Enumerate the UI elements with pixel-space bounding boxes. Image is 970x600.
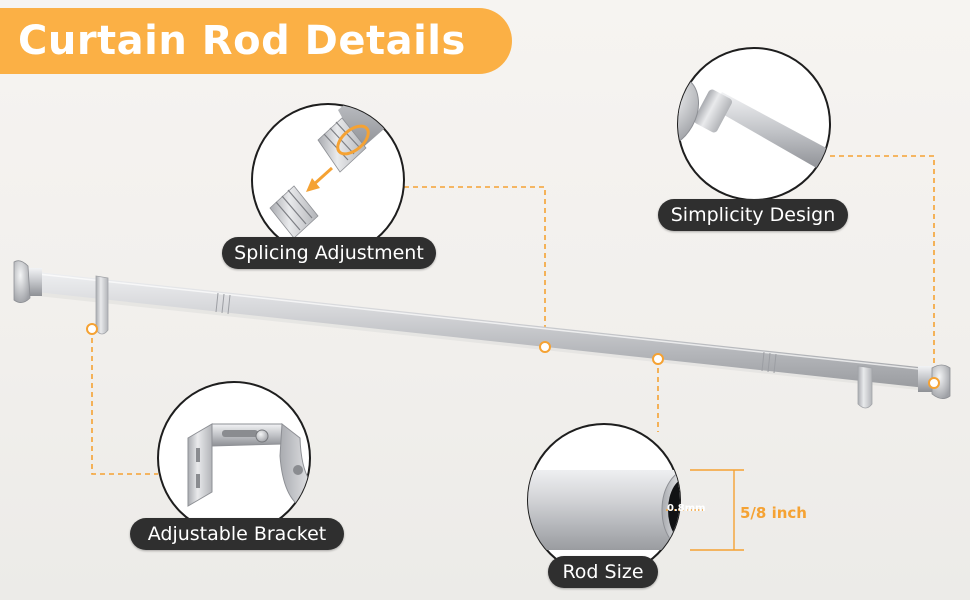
connector-lines xyxy=(91,155,935,475)
page-title: Curtain Rod Details xyxy=(18,18,466,64)
rod-bracket-left xyxy=(95,275,109,335)
label-rod-size: Rod Size xyxy=(548,556,658,588)
wall-thickness-label: 0.8mm xyxy=(667,503,706,514)
left-finial xyxy=(13,260,42,303)
title-banner xyxy=(0,8,512,74)
size-dimension-line xyxy=(666,469,744,551)
label-splicing-adjustment: Splicing Adjustment xyxy=(222,237,436,269)
marker-bracket xyxy=(86,323,98,335)
simplicity-detail-circle xyxy=(677,47,831,201)
splicing-detail-circle xyxy=(251,103,405,257)
connector-bracket xyxy=(91,329,158,475)
marker-simplicity xyxy=(928,377,940,389)
diameter-label: 5/8 inch xyxy=(740,504,807,522)
rod-bracket-right xyxy=(857,365,873,409)
marker-splicing xyxy=(539,341,551,353)
rod-size-detail-circle xyxy=(527,423,744,577)
right-finial xyxy=(918,364,951,399)
label-adjustable-bracket: Adjustable Bracket xyxy=(130,518,344,550)
label-simplicity-design: Simplicity Design xyxy=(658,199,848,231)
connector-simplicity xyxy=(830,155,935,383)
marker-rod-size xyxy=(652,353,664,365)
bracket-detail-circle xyxy=(157,381,311,535)
splice-arrow-icon xyxy=(306,124,370,192)
markers xyxy=(86,323,940,389)
curtain-rod xyxy=(13,260,951,409)
bracket-icon xyxy=(187,423,310,513)
connector-splicing xyxy=(404,186,546,347)
rod-body xyxy=(36,272,928,388)
